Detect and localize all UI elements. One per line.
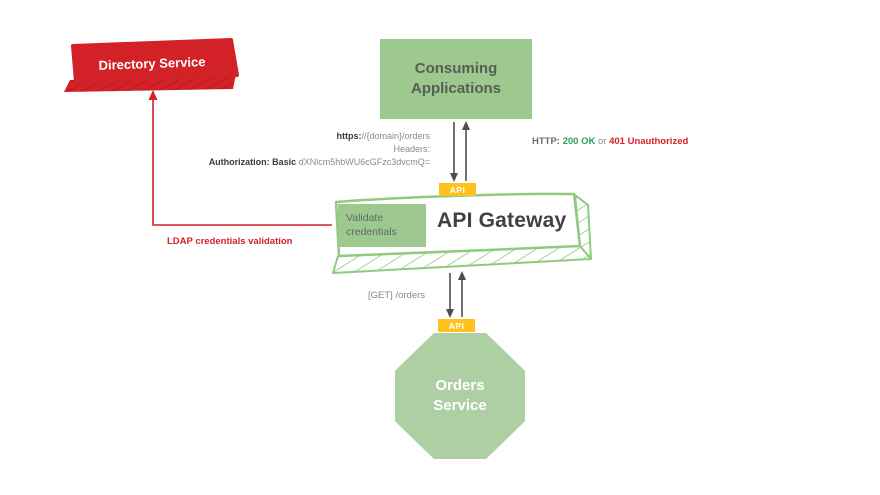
node-consuming-applications: Consuming Applications <box>380 39 532 119</box>
validate-credentials-label: Validate credentials <box>346 211 397 238</box>
status-200-ok: 200 OK <box>562 136 596 147</box>
gateway-orders-arrows <box>446 271 466 318</box>
directory-service-shape <box>64 38 239 92</box>
api-gateway-title: API Gateway <box>437 209 567 232</box>
directory-service-label: Directory Service <box>98 53 206 73</box>
api-badge-bottom-label: API <box>448 320 465 331</box>
api-badge-top: API <box>439 183 476 196</box>
api-badge-bottom: API <box>438 319 475 332</box>
http-prefix: HTTP: <box>532 136 563 147</box>
orders-service-label: Orders Service <box>433 376 487 414</box>
api-badge-top-label: API <box>449 184 466 195</box>
status-401-unauthorized: 401 Unauthorized <box>609 136 689 147</box>
consuming-gateway-arrows <box>450 121 470 182</box>
ldap-validation-label: LDAP credentials validation <box>167 236 293 247</box>
or-text: or <box>595 136 610 147</box>
ldap-connector-arrow <box>148 90 332 226</box>
response-status-label: HTTP: 200 OK or 401 Unauthorized <box>532 136 688 147</box>
get-orders-label: [GET] /orders <box>368 290 426 301</box>
request-details-label: https://{domain}/orders Headers: Authori… <box>180 130 430 169</box>
request-url-line: https://{domain}/orders <box>336 131 430 141</box>
request-headers-line: Headers: <box>393 144 430 154</box>
request-auth-line: Authorization: Basic dXNlcm5hbWU6cGFzc3d… <box>208 157 430 167</box>
consuming-applications-label: Consuming Applications <box>410 59 501 97</box>
node-validate-credentials: Validate credentials <box>338 204 426 247</box>
node-orders-service: Orders Service <box>395 333 525 459</box>
node-directory-service: Directory Service <box>72 44 231 81</box>
